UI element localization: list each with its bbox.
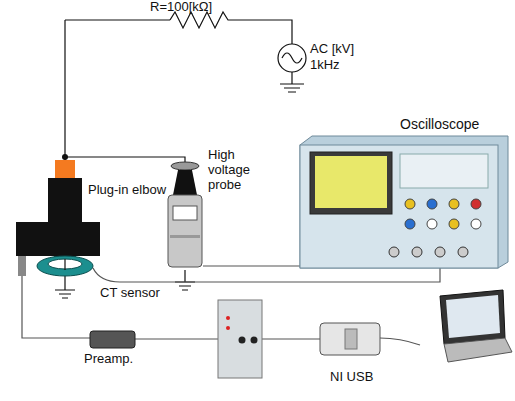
ground-symbol [280,84,304,92]
junction-dot [62,154,68,160]
frequency-label: 1kHz [310,58,340,73]
top-wire [65,20,292,44]
scope-knob [405,199,415,209]
probe-label: High voltage probe [208,148,266,193]
ground-symbol [175,270,195,290]
scope-knob [471,219,481,229]
scope-knob [449,219,459,229]
source-ground-wire [291,72,292,84]
scope-knob [449,199,459,209]
signal-cable [135,338,218,339]
ac-source [278,44,306,72]
filter-box [218,300,262,378]
source-label: AC [kV] [310,42,354,57]
daq-label: NI USB [330,370,373,385]
usb-cable [380,338,420,345]
ni-usb-device [320,323,380,355]
scope-knob [471,199,481,209]
resistor-label: R=100[kΩ] [150,0,212,15]
resistor-symbol [170,12,232,28]
ct-sensor [37,256,93,276]
sensor-label: CT sensor [100,286,160,301]
signal-cable [22,275,90,338]
sine-symbol [282,53,302,63]
scope-knob [427,219,437,229]
scope-connectors [389,247,468,257]
hv-wire [65,20,185,163]
signal-cable [262,338,320,339]
laptop [440,290,512,362]
scope-knobs [405,199,481,229]
scope-knob [405,219,415,229]
scope-knob [427,199,437,209]
oscilloscope [300,136,508,268]
preamp-label: Preamp. [84,352,133,367]
scope-label: Oscilloscope [400,116,479,132]
preamp-box [90,331,135,348]
elbow-label: Plug-in elbow [88,183,166,198]
plug-in-elbow [16,160,100,276]
high-voltage-probe [168,162,202,267]
